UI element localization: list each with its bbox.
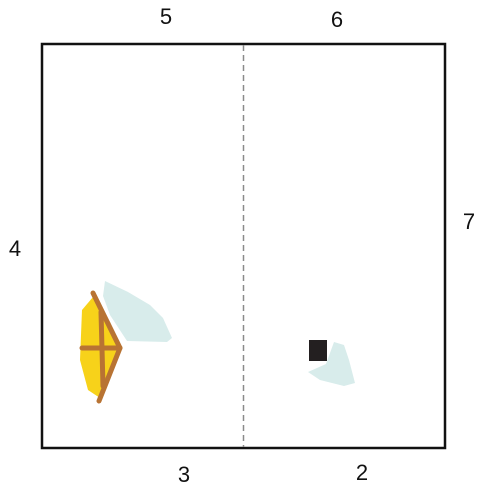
label-left: 4 [8,236,22,261]
left-shadow-shape [103,281,172,342]
square-block-icon [309,340,327,361]
kite-icon [79,290,123,404]
label-right: 7 [462,209,476,234]
label-bottom-right: 2 [355,460,369,485]
room-frame [40,42,447,450]
label-top-left: 5 [159,4,173,29]
label-bottom-left: 3 [177,462,191,487]
label-top-right: 6 [330,7,344,32]
right-shadow-shape [308,342,355,386]
